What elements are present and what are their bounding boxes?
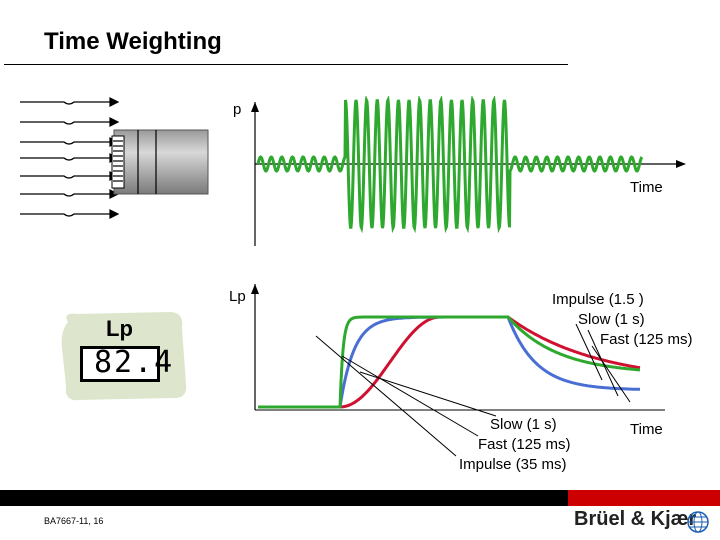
label-impulse-decay: Impulse (1.5 ) xyxy=(552,291,644,308)
pressure-graph xyxy=(251,96,686,246)
level-graph xyxy=(251,284,665,457)
footer-bar-black xyxy=(0,490,568,506)
pointer-impulse-decay xyxy=(575,323,603,381)
pointer-fast-decay xyxy=(591,345,631,403)
level-y-label: Lp xyxy=(229,288,246,305)
pressure-y-label: p xyxy=(233,101,242,118)
page-title: Time Weighting xyxy=(44,28,222,55)
level-x-label: Time xyxy=(630,421,663,438)
footer-code: BA7667-11, 16 xyxy=(44,516,104,526)
sound-wave-arrows xyxy=(20,97,120,219)
meter-label: Lp xyxy=(106,316,133,341)
level-y-arrow xyxy=(251,284,259,294)
title-divider xyxy=(4,64,568,65)
pressure-x-label: Time xyxy=(630,179,663,196)
meter-reading: 82.4 xyxy=(94,345,175,380)
pointer-fast-rise xyxy=(341,355,479,437)
pointer-slow-rise xyxy=(359,371,497,417)
label-fast-decay: Fast (125 ms) xyxy=(600,331,693,348)
pressure-y-arrow xyxy=(251,102,259,112)
pressure-x-arrow xyxy=(676,160,686,168)
label-fast-rise: Fast (125 ms) xyxy=(478,436,571,453)
globe-icon xyxy=(687,511,709,533)
pointer-impulse-rise xyxy=(315,335,457,457)
label-pointers xyxy=(315,323,631,457)
microphone-illustration xyxy=(20,97,209,219)
meter-display xyxy=(80,346,160,382)
label-slow-rise: Slow (1 s) xyxy=(490,416,557,433)
label-impulse-rise: Impulse (35 ms) xyxy=(459,456,567,473)
brand-logo-text: Brüel & Kjær xyxy=(574,508,697,530)
pressure-signal-line xyxy=(256,96,644,234)
impulse-line xyxy=(258,315,640,409)
label-slow-decay: Slow (1 s) xyxy=(578,311,645,328)
